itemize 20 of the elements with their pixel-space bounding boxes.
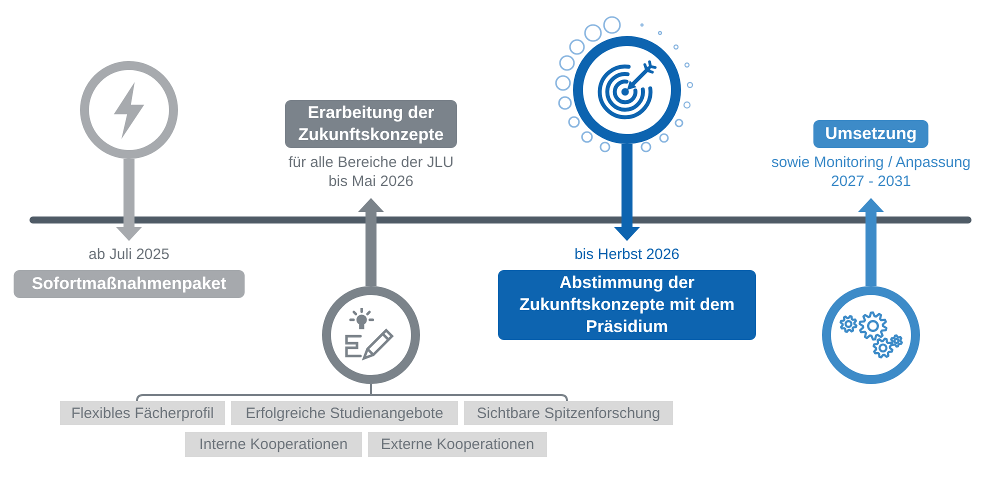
topic-tag: Externe Kooperationen [368,432,547,457]
subtitle-text: sowie Monitoring / Anpassung [771,154,971,171]
pin-ring [573,36,681,144]
topic-tag: Erfolgreiche Studienangebote [231,401,458,425]
date-text: ab Juli 2025 [88,246,170,263]
topic-tag: Flexibles Fächerprofil [60,401,225,425]
milestone-title: Umsetzung [813,120,929,148]
arrow [116,159,142,241]
topic-tag: Sichtbare Spitzenforschung [464,401,673,425]
subtitle-text: für alle Bereiche der JLU [288,154,454,171]
date-text: bis Mai 2026 [328,173,414,190]
milestone-title: Abstimmung der Zukunftskonzepte mit dem Präsidium [498,270,756,340]
date-text: 2027 - 2031 [830,173,912,190]
milestone-title: Sofortmaßnahmenpaket [14,270,244,298]
arrow [358,198,384,286]
milestone-title: Erarbeitung der Zukunftskonzepte [285,100,457,148]
date-text: bis Herbst 2026 [574,246,680,263]
arrow [858,198,884,286]
topic-tag: Interne Kooperationen [185,432,362,457]
arrow [614,144,640,241]
